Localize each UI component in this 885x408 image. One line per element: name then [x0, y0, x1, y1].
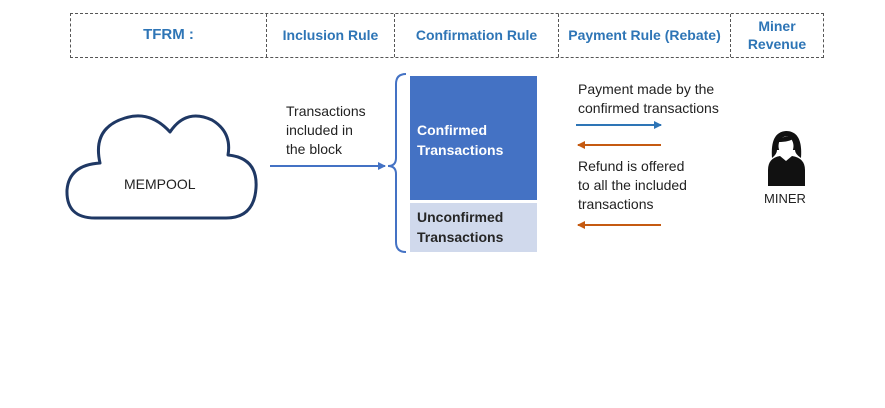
- block-bracket: [387, 73, 407, 253]
- payment-line-1: Payment made by the: [578, 81, 715, 97]
- unconfirmed-transactions-box: Unconfirmed Transactions: [410, 203, 537, 252]
- header-payment-rule: Payment Rule (Rebate): [559, 14, 731, 57]
- payment-line-2: confirmed transactions: [578, 100, 719, 116]
- header-tfrm: TFRM :: [71, 14, 267, 57]
- inclusion-text: Transactions included in the block: [286, 102, 366, 159]
- unconfirmed-line-2: Transactions: [417, 229, 504, 245]
- confirmed-line-1: Confirmed: [417, 122, 487, 138]
- inclusion-line-1: Transactions: [286, 103, 366, 119]
- mempool-label: MEMPOOL: [124, 176, 196, 192]
- header-inclusion-rule: Inclusion Rule: [267, 14, 395, 57]
- mempool-cloud: [65, 114, 258, 220]
- inclusion-line-3: the block: [286, 141, 343, 157]
- header-miner-revenue: Miner Revenue: [747, 18, 807, 52]
- person-icon: [768, 131, 805, 186]
- refund-text: Refund is offered to all the included tr…: [578, 157, 687, 214]
- refund-line-3: transactions: [578, 196, 654, 212]
- refund-line-1: Refund is offered: [578, 158, 685, 174]
- unconfirmed-line-1: Unconfirmed: [417, 209, 504, 225]
- tfrm-header-row: TFRM : Inclusion Rule Confirmation Rule …: [70, 13, 824, 58]
- header-confirmation-rule: Confirmation Rule: [395, 14, 559, 57]
- payment-text: Payment made by the confirmed transactio…: [578, 80, 719, 118]
- confirmed-line-2: Transactions: [417, 142, 504, 158]
- confirmed-transactions-box: Confirmed Transactions: [410, 76, 537, 200]
- refund-line-2: to all the included: [578, 177, 687, 193]
- miner-label: MINER: [764, 191, 806, 206]
- inclusion-line-2: included in: [286, 122, 353, 138]
